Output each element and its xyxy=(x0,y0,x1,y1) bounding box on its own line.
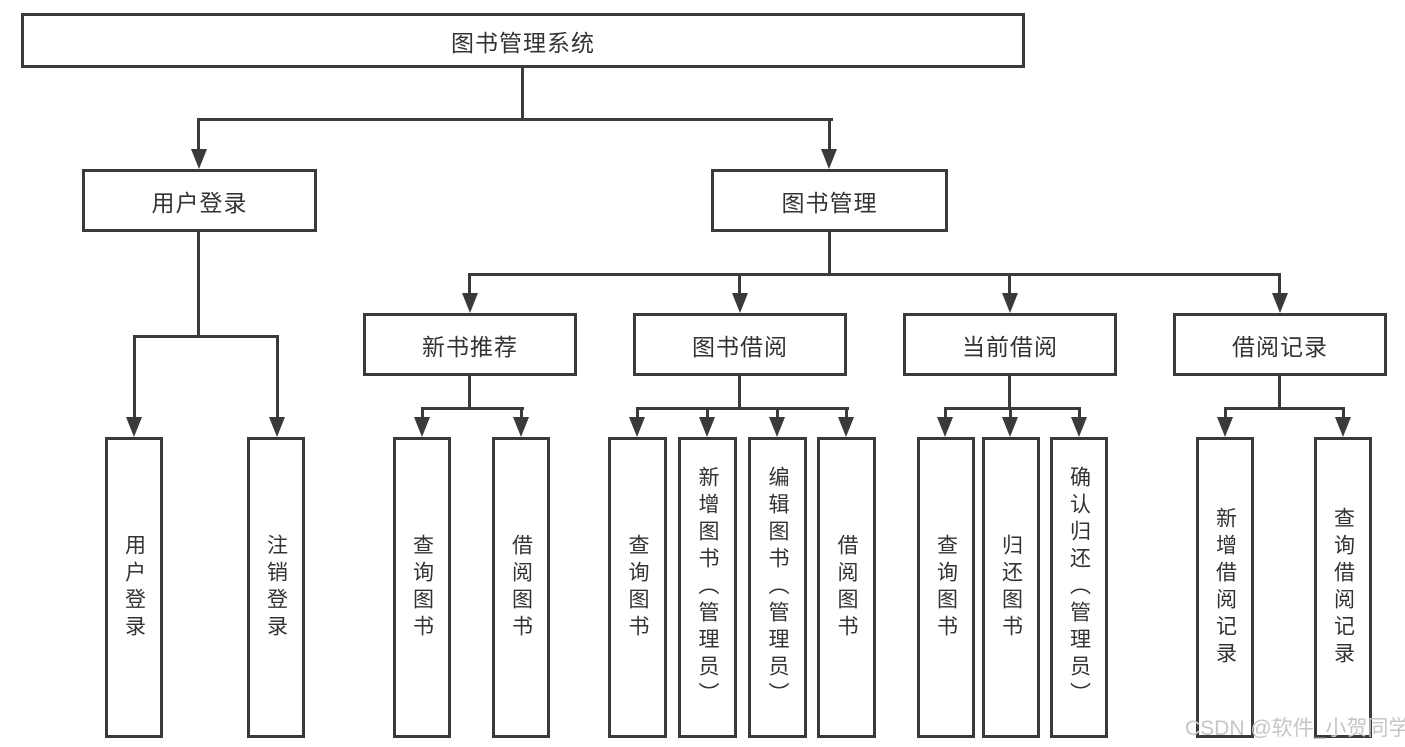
connector-records-stem xyxy=(1278,376,1281,407)
arrowhead-down-icon xyxy=(732,293,748,313)
connector-newbook-stem xyxy=(468,376,471,407)
connector-newbook-drop1 xyxy=(421,407,424,421)
leaf-borrow-query-books-label: 查询图书 xyxy=(626,533,649,642)
leaf-records-query-borrow-record: 查询借阅记录 xyxy=(1314,437,1372,738)
node-borrow-records: 借阅记录 xyxy=(1173,313,1387,376)
node-user-login: 用户登录 xyxy=(82,169,317,232)
connector-bookmgmt-drop2 xyxy=(738,273,741,297)
node-book-management-label: 图书管理 xyxy=(781,189,878,216)
connector-currentborrow-drop1 xyxy=(944,407,947,421)
leaf-records-query-borrow-record-label: 查询借阅记录 xyxy=(1331,506,1355,669)
connector-records-bar xyxy=(1224,407,1345,410)
leaf-current-query-books: 查询图书 xyxy=(917,437,975,738)
leaf-records-add-borrow-record-label: 新增借阅记录 xyxy=(1213,506,1237,669)
leaf-records-add-borrow-record: 新增借阅记录 xyxy=(1196,437,1254,738)
arrowhead-down-icon xyxy=(1335,417,1351,437)
connector-newbook-bar xyxy=(421,407,524,410)
node-new-book-recommend: 新书推荐 xyxy=(363,313,577,376)
node-root: 图书管理系统 xyxy=(21,13,1025,68)
connector-root-drop-left xyxy=(197,118,200,152)
leaf-current-confirm-return-admin: 确认归还（管理员） xyxy=(1050,437,1108,738)
connector-records-drop1 xyxy=(1224,407,1227,421)
arrowhead-down-icon xyxy=(838,417,854,437)
arrowhead-down-icon xyxy=(513,417,529,437)
leaf-current-query-books-label: 查询图书 xyxy=(934,533,958,642)
node-book-borrow-label: 图书借阅 xyxy=(692,333,788,360)
csdn-watermark: CSDN @软件_小贺同学 xyxy=(1185,717,1405,740)
leaf-borrow-borrow-books: 借阅图书 xyxy=(817,437,876,738)
arrowhead-down-icon xyxy=(821,149,837,169)
arrowhead-down-icon xyxy=(414,417,430,437)
connector-currentborrow-drop2 xyxy=(1009,407,1012,421)
arrowhead-down-icon xyxy=(1272,293,1288,313)
node-current-borrow: 当前借阅 xyxy=(903,313,1117,376)
node-borrow-records-label: 借阅记录 xyxy=(1232,333,1328,360)
connector-bookborrow-drop4 xyxy=(845,407,848,421)
leaf-borrow-borrow-books-label: 借阅图书 xyxy=(835,533,858,642)
connector-bookmgmt-bar xyxy=(468,273,1281,276)
arrowhead-down-icon xyxy=(937,417,953,437)
arrowhead-down-icon xyxy=(699,417,715,437)
leaf-borrow-add-books-admin: 新增图书（管理员） xyxy=(678,437,737,738)
connector-bookborrow-drop2 xyxy=(706,407,709,421)
connector-bookmgmt-stem xyxy=(828,232,831,273)
leaf-newbook-query-books-label: 查询图书 xyxy=(410,533,434,642)
connector-records-drop2 xyxy=(1342,407,1345,421)
connector-root-drop-right xyxy=(828,118,831,152)
connector-bookmgmt-drop1 xyxy=(468,273,471,297)
connector-bookmgmt-drop4 xyxy=(1278,273,1281,297)
node-book-management: 图书管理 xyxy=(711,169,948,232)
leaf-user-login: 用户登录 xyxy=(105,437,163,738)
leaf-logout: 注销登录 xyxy=(247,437,305,738)
connector-userlogin-drop2 xyxy=(276,335,279,420)
connector-bookborrow-stem xyxy=(738,376,741,407)
connector-userlogin-stem xyxy=(197,232,200,335)
leaf-borrow-edit-books-admin: 编辑图书（管理员） xyxy=(748,437,807,738)
leaf-borrow-add-books-admin-label: 新增图书（管理员） xyxy=(696,466,719,709)
connector-newbook-drop2 xyxy=(520,407,523,421)
connector-userlogin-drop1 xyxy=(133,335,136,420)
connector-root-stem xyxy=(521,68,524,118)
node-current-borrow-label: 当前借阅 xyxy=(962,333,1058,360)
leaf-user-login-label: 用户登录 xyxy=(122,533,146,642)
arrowhead-down-icon xyxy=(191,149,207,169)
connector-currentborrow-drop3 xyxy=(1078,407,1081,421)
arrowhead-down-icon xyxy=(269,417,285,437)
connector-root-bar xyxy=(197,118,833,121)
leaf-borrow-query-books: 查询图书 xyxy=(608,437,667,738)
arrowhead-down-icon xyxy=(1071,417,1087,437)
node-root-label: 图书管理系统 xyxy=(451,29,595,56)
arrowhead-down-icon xyxy=(1002,293,1018,313)
leaf-newbook-borrow-books: 借阅图书 xyxy=(492,437,550,738)
connector-bookborrow-drop3 xyxy=(776,407,779,421)
arrowhead-down-icon xyxy=(1217,417,1233,437)
connector-userlogin-bar xyxy=(133,335,279,338)
arrowhead-down-icon xyxy=(769,417,785,437)
arrowhead-down-icon xyxy=(126,417,142,437)
arrowhead-down-icon xyxy=(1002,417,1018,437)
leaf-current-return-books: 归还图书 xyxy=(982,437,1040,738)
arrowhead-down-icon xyxy=(462,293,478,313)
node-book-borrow: 图书借阅 xyxy=(633,313,847,376)
leaf-newbook-borrow-books-label: 借阅图书 xyxy=(509,533,533,642)
connector-currentborrow-stem xyxy=(1008,376,1011,407)
connector-bookborrow-drop1 xyxy=(636,407,639,421)
node-user-login-label: 用户登录 xyxy=(151,189,248,216)
leaf-logout-label: 注销登录 xyxy=(264,533,288,642)
connector-bookborrow-bar xyxy=(636,407,849,410)
arrowhead-down-icon xyxy=(629,417,645,437)
leaf-borrow-edit-books-admin-label: 编辑图书（管理员） xyxy=(766,466,789,709)
leaf-current-return-books-label: 归还图书 xyxy=(999,533,1023,642)
node-new-book-recommend-label: 新书推荐 xyxy=(422,333,518,360)
leaf-current-confirm-return-admin-label: 确认归还（管理员） xyxy=(1067,466,1091,709)
connector-bookmgmt-drop3 xyxy=(1008,273,1011,297)
connector-currentborrow-bar xyxy=(944,407,1081,410)
leaf-newbook-query-books: 查询图书 xyxy=(393,437,451,738)
